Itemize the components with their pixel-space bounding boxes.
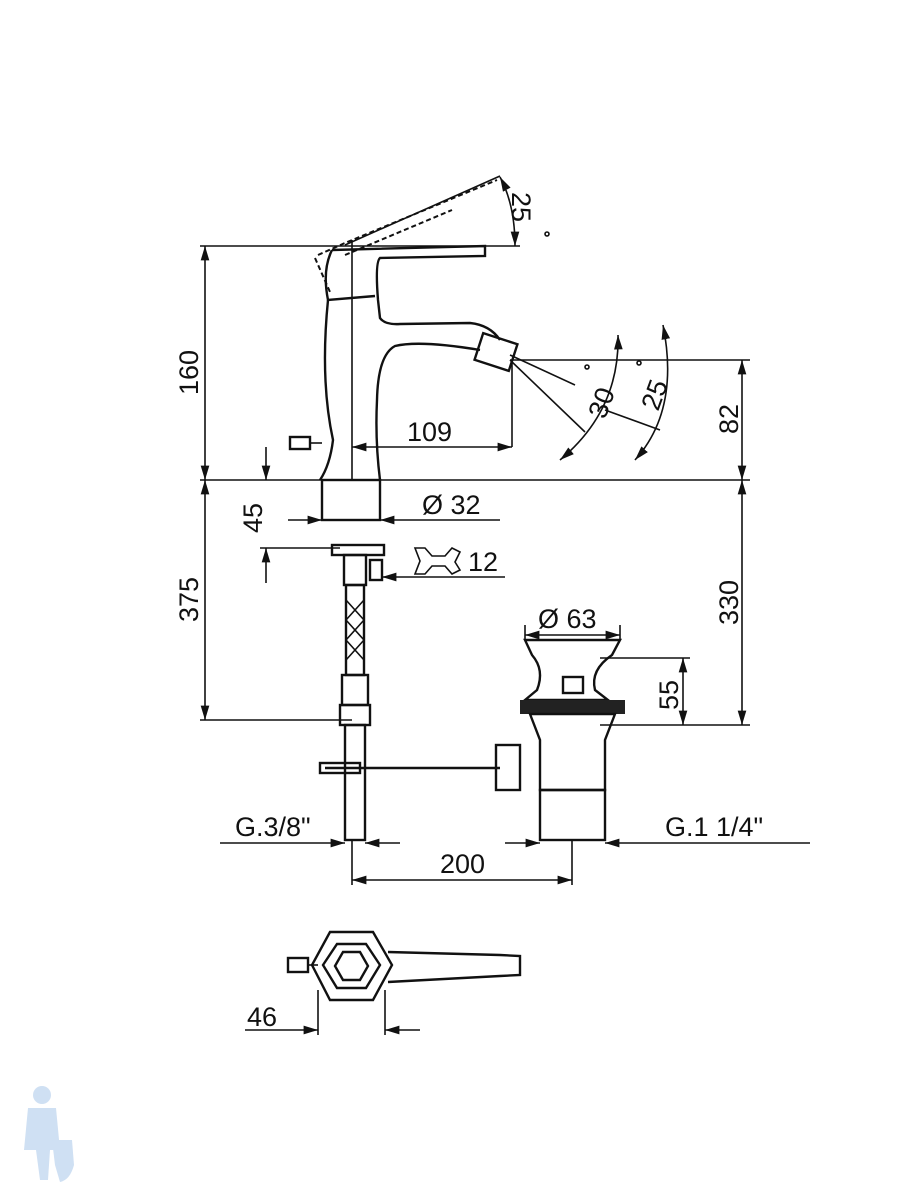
hole-diameter-label: Ø 32 bbox=[422, 490, 481, 520]
spout-reach-label: 109 bbox=[407, 417, 452, 447]
lever-angle-label: 25 bbox=[506, 192, 536, 222]
drain-diameter-label: Ø 63 bbox=[538, 604, 597, 634]
drain-330-label: 330 bbox=[714, 580, 744, 625]
spray-angle-30-label: 30 bbox=[582, 384, 620, 422]
height-160-label: 160 bbox=[174, 350, 204, 395]
spray-angle-25-label: 25 bbox=[635, 376, 673, 414]
wrench-size-label: 12 bbox=[468, 547, 498, 577]
faucet-plan-view bbox=[245, 930, 522, 1035]
spacing-200-label: 200 bbox=[440, 849, 485, 879]
dimension-lines bbox=[200, 245, 810, 885]
spout-height-label: 82 bbox=[714, 404, 744, 434]
plan-46-label: 46 bbox=[247, 1002, 277, 1032]
faucet-side-view bbox=[288, 175, 671, 481]
total-375-label: 375 bbox=[174, 577, 204, 622]
hose-thread-label: G.3/8" bbox=[235, 812, 311, 842]
reference-lines bbox=[200, 240, 750, 726]
shank-45-label: 45 bbox=[238, 503, 268, 533]
installation-parts bbox=[318, 478, 625, 842]
drain-55-label: 55 bbox=[654, 680, 684, 710]
drain-thread-label: G.1 1/4" bbox=[665, 812, 763, 842]
wrench-icon bbox=[413, 547, 462, 575]
plumber-watermark-logo bbox=[24, 1086, 74, 1182]
